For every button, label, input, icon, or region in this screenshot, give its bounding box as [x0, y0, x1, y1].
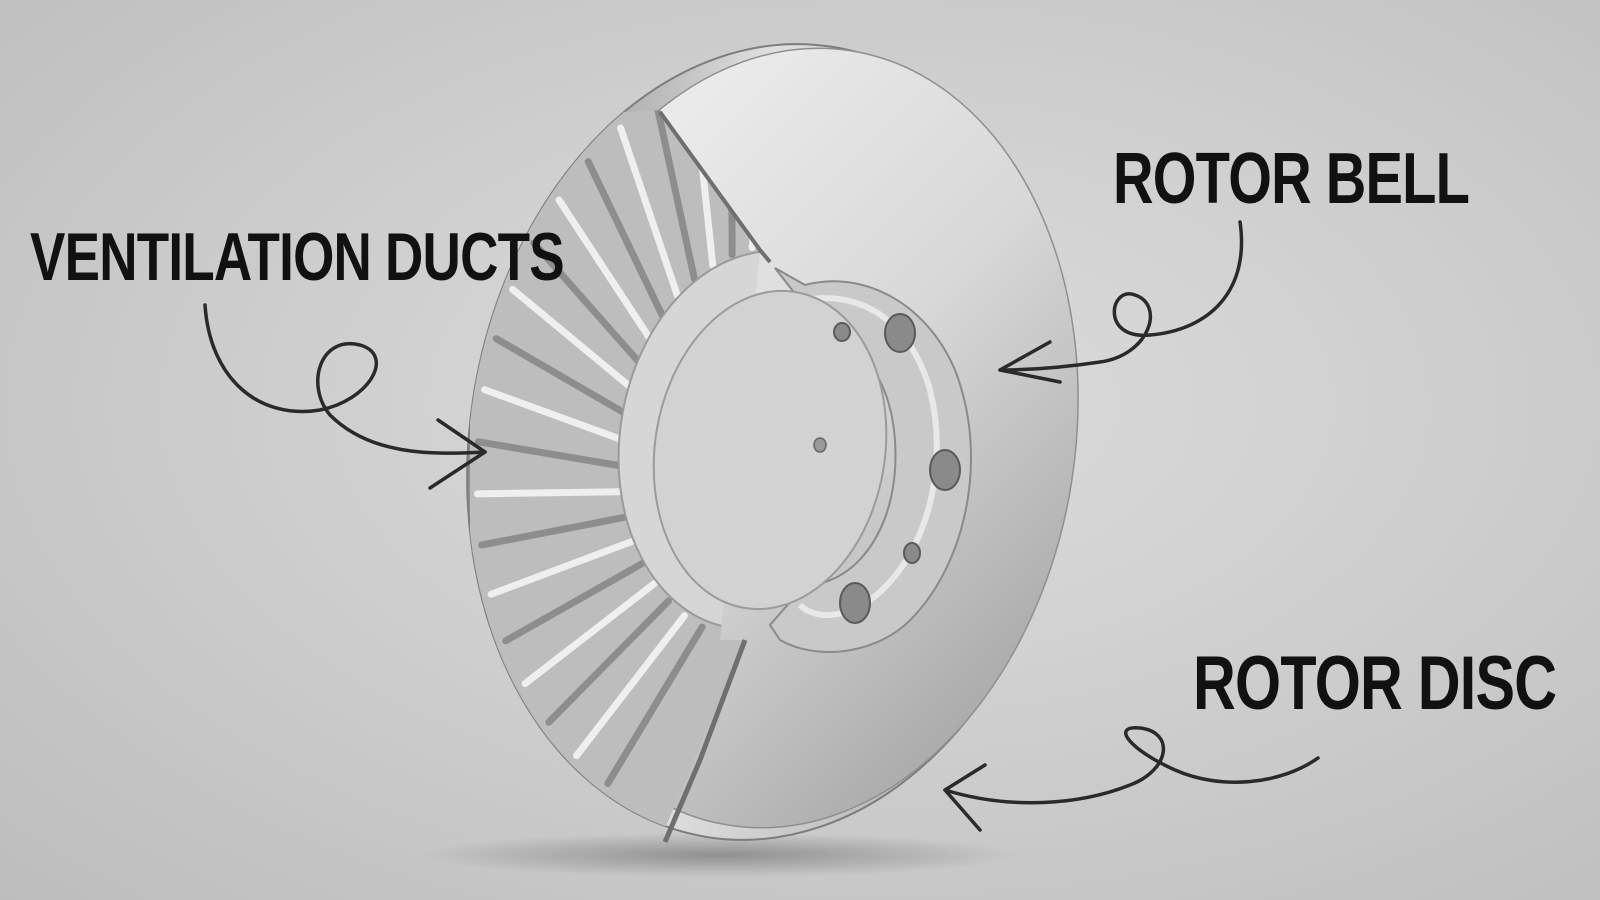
label-rotor-disc: ROTOR DISC	[1193, 641, 1557, 726]
arrow-rotor-bell	[998, 220, 1244, 372]
arrow-rotor-disc	[943, 726, 1320, 805]
ventilation-vane	[521, 580, 658, 688]
ventilation-vane	[604, 623, 706, 787]
bolt-hole	[929, 449, 961, 491]
bolt-hole	[903, 542, 921, 564]
bolt-holes	[813, 313, 961, 624]
ventilation-vane	[545, 597, 673, 726]
arrow-ventilation-ducts-head	[428, 418, 487, 490]
cutaway-edge-bottom	[662, 639, 748, 843]
arrow-rotor-bell-head	[998, 340, 1062, 384]
ventilation-vane	[481, 386, 623, 443]
center-bore	[652, 289, 888, 611]
ventilation-vane	[478, 513, 629, 549]
bolt-hole	[833, 322, 851, 342]
ventilation-vane	[474, 438, 623, 470]
ventilation-vane	[502, 559, 646, 645]
bolt-hole	[839, 582, 871, 624]
bolt-hole	[884, 313, 916, 353]
ventilation-vane	[617, 124, 682, 300]
bolt-hole	[813, 437, 827, 453]
ventilation-vane	[487, 537, 637, 598]
ventilation-vane	[492, 335, 627, 416]
annotation-arrows	[203, 220, 1320, 832]
ventilation-vane	[473, 488, 625, 498]
arrow-rotor-disc-head	[943, 763, 987, 832]
ventilation-vane	[555, 196, 653, 341]
rotor-shadow	[420, 833, 1020, 877]
ventilation-vanes	[473, 110, 760, 787]
ventilation-vane	[530, 239, 642, 365]
label-rotor-bell: ROTOR BELL	[1113, 139, 1470, 219]
ventilation-vane	[573, 612, 689, 760]
label-ventilation-ducts: VENTILATION DUCTS	[30, 219, 565, 295]
ventilation-vane	[584, 158, 666, 319]
ventilation-vane	[509, 285, 633, 390]
cutaway-edge-top	[658, 110, 772, 264]
arrow-ventilation-ducts	[203, 303, 487, 455]
ventilation-vane	[652, 110, 698, 283]
